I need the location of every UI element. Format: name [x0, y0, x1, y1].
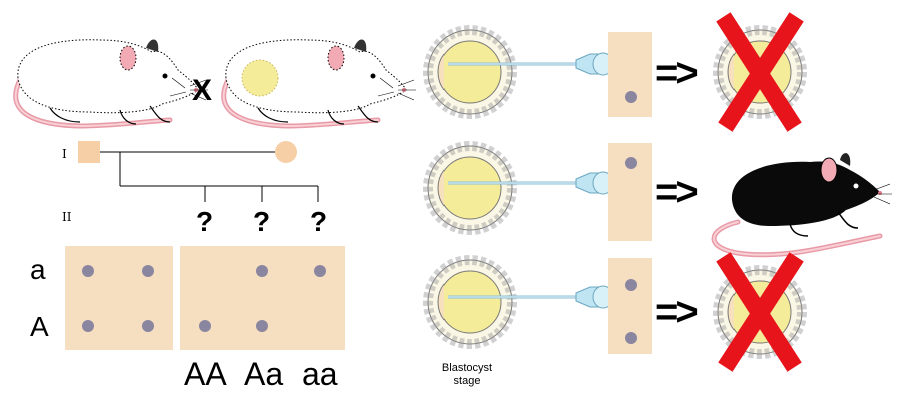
- generation-label-2: II: [62, 210, 72, 224]
- allele-label-dominant: A: [30, 311, 49, 342]
- genotype-label: AA: [184, 356, 227, 392]
- offspring-allele-panel: [180, 246, 345, 350]
- pedigree-chart: [78, 141, 319, 202]
- offspring-question-mark: ?: [196, 206, 214, 237]
- offspring-question-mark: ?: [310, 206, 328, 237]
- generation-label-1: I: [62, 147, 67, 161]
- parent-mouse-left: [16, 39, 208, 126]
- red-x-icon: [716, 12, 804, 132]
- cell-panel-row-3: [608, 258, 652, 354]
- blastocyst-stage-caption: Blastocyst stage: [422, 362, 512, 388]
- cell-panel-row-1: [608, 32, 652, 117]
- red-x-icon: [716, 252, 804, 372]
- failed-blastocyst-row-1: [716, 12, 804, 132]
- blastocyst-row-1: [428, 30, 512, 114]
- cross-symbol: X: [192, 74, 213, 107]
- parent-mouse-right: [224, 39, 416, 126]
- parent-allele-panel: [65, 246, 173, 350]
- pedigree-female-circle: [275, 141, 297, 163]
- cell-panel-row-2: [608, 143, 652, 241]
- pedigree-male-square: [78, 141, 100, 163]
- black-chimeric-mouse: [711, 153, 892, 258]
- blastocyst-row-2: [428, 146, 512, 230]
- blastocyst-patch: [241, 59, 279, 97]
- result-arrow: =>: [655, 290, 699, 334]
- failed-blastocyst-row-3: [716, 252, 804, 372]
- genotype-label: aa: [302, 356, 338, 392]
- offspring-question-mark: ?: [253, 206, 271, 237]
- genotype-label: Aa: [244, 356, 284, 392]
- caption-line-2: stage: [453, 375, 481, 387]
- result-arrow: =>: [655, 51, 699, 95]
- allele-label-recessive: a: [30, 254, 46, 285]
- result-arrow: =>: [655, 170, 699, 214]
- caption-line-1: Blastocyst: [441, 362, 493, 374]
- blastocyst-row-3: [428, 260, 512, 344]
